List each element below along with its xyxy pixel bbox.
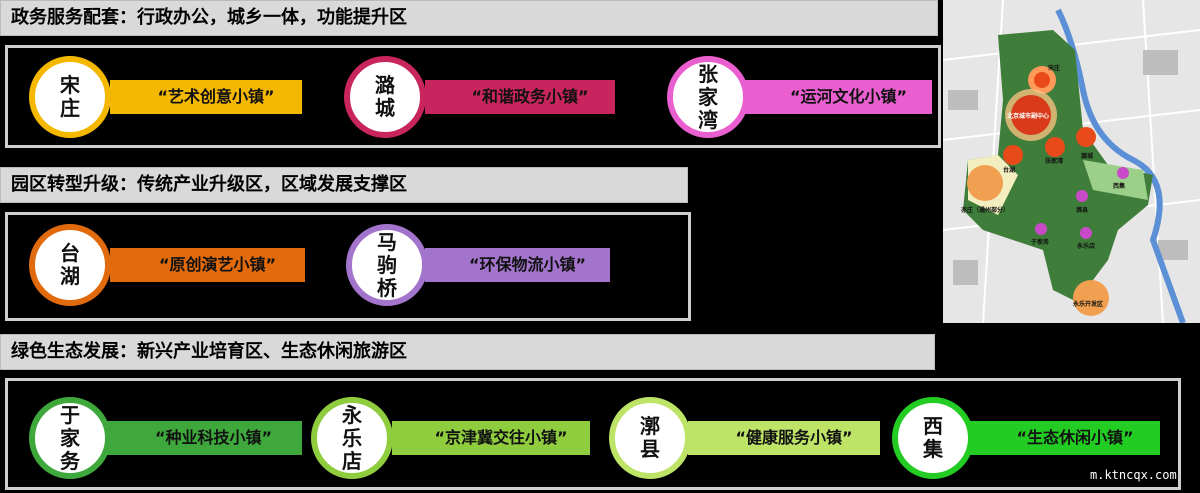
town-name-circle: 于家务 [29, 397, 111, 479]
town-slogan-bar: “环保物流小镇” [425, 248, 610, 282]
town-name-circle: 西集 [892, 397, 974, 479]
town-name: 永乐店 [342, 402, 362, 473]
town-name: 宋庄 [60, 73, 80, 120]
town-slogan-bar: “健康服务小镇” [688, 421, 880, 455]
map-label: 潞城 [1081, 152, 1093, 160]
section-header-industrial: 园区转型升级：传统产业升级区，区域发展支撑区 [0, 167, 688, 203]
town-name-circle: 马驹桥 [346, 224, 428, 306]
town-name-circle: 永乐店 [311, 397, 393, 479]
town-name-circle: 潞城 [344, 56, 426, 138]
map-label: 永乐店 [1076, 242, 1095, 250]
town-slogan-bar: “艺术创意小镇” [110, 80, 302, 114]
town-name: 潞城 [375, 73, 395, 120]
town-name-circle: 张家湾 [667, 56, 749, 138]
map-label: 漷县 [1076, 206, 1088, 214]
town-slogan-bar: “原创演艺小镇” [110, 248, 305, 282]
map-label: 宋庄 [1048, 64, 1060, 72]
tongzhou-map: 宋庄 北京城市副中心 潞城 张家湾 台湖 西集 亦庄（通州部分） 漷县 于家务 … [942, 0, 1200, 325]
town-name-circle: 台湖 [29, 224, 111, 306]
town-slogan-bar: “京津冀交往小镇” [392, 421, 590, 455]
map-label: 于家务 [1031, 238, 1050, 246]
town-name: 台湖 [60, 241, 80, 288]
town-name: 马驹桥 [377, 229, 397, 300]
section-box-industrial [5, 212, 691, 321]
town-slogan-bar: “生态休闲小镇” [970, 421, 1160, 455]
map-label: 张家湾 [1045, 157, 1063, 165]
watermark: m.ktncqx.com [1090, 468, 1177, 482]
town-name: 于家务 [60, 402, 80, 473]
section-box-ecology [5, 378, 1181, 490]
section-header-government: 政务服务配套：行政办公，城乡一体，功能提升区 [0, 0, 938, 36]
town-name: 张家湾 [698, 61, 718, 132]
town-name-circle: 宋庄 [29, 56, 111, 138]
town-name-circle: 漷县 [609, 397, 691, 479]
town-slogan-bar: “运河文化小镇” [745, 80, 932, 114]
map-label: 永乐开发区 [1072, 300, 1103, 308]
section-header-ecology: 绿色生态发展：新兴产业培育区、生态休闲旅游区 [0, 334, 935, 370]
town-name: 漷县 [640, 414, 660, 461]
town-slogan-bar: “种业科技小镇” [105, 421, 302, 455]
map-label: 北京城市副中心 [1007, 112, 1049, 120]
town-slogan-bar: “和谐政务小镇” [425, 80, 615, 114]
map-label: 亦庄（通州部分） [961, 206, 1009, 214]
map-label: 西集 [1113, 182, 1126, 190]
section-box-government [5, 45, 941, 148]
town-name: 西集 [923, 414, 943, 461]
map-label: 台湖 [1003, 166, 1015, 174]
